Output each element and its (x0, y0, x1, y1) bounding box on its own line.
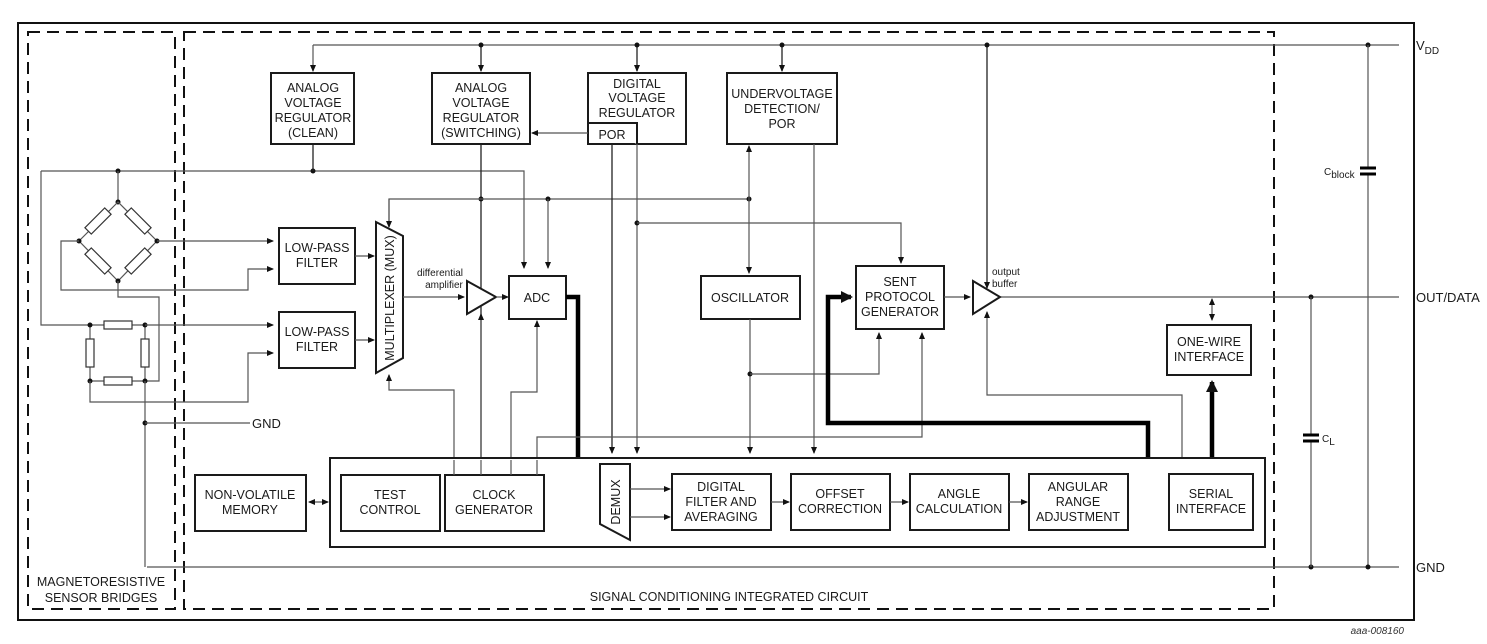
svg-text:SENT: SENT (883, 275, 917, 289)
svg-text:REGULATOR: REGULATOR (275, 111, 352, 125)
angle-calculation: ANGLE CALCULATION (909, 473, 1010, 531)
svg-text:REGULATOR: REGULATOR (443, 111, 520, 125)
svg-text:DIGITAL: DIGITAL (697, 480, 745, 494)
vdd-pin-label: VDD (1416, 38, 1439, 57)
svg-text:VOLTAGE: VOLTAGE (608, 91, 665, 105)
undervoltage-detection-por: UNDERVOLTAGE DETECTION/ POR (726, 72, 838, 145)
svg-text:MULTIPLEXER (MUX): MULTIPLEXER (MUX) (383, 235, 397, 360)
svg-text:LOW-PASS: LOW-PASS (285, 241, 350, 255)
sensor-bridge-2 (40, 171, 150, 386)
multiplexer-mux: MULTIPLEXER (MUX) (375, 220, 404, 375)
output-buffer-label-1: output (992, 267, 1020, 278)
svg-text:DIGITAL: DIGITAL (613, 77, 661, 91)
svg-text:AVERAGING: AVERAGING (684, 510, 757, 524)
sensor-gnd-label: GND (252, 416, 281, 431)
sensor-region (27, 31, 176, 610)
svg-text:MEMORY: MEMORY (222, 503, 279, 517)
out-data-pin-label: OUT/DATA (1416, 290, 1480, 305)
svg-text:SERIAL: SERIAL (1189, 487, 1234, 501)
output-buffer (972, 279, 1002, 316)
svg-text:VOLTAGE: VOLTAGE (452, 96, 509, 110)
svg-text:FILTER AND: FILTER AND (685, 495, 756, 509)
offset-correction: OFFSET CORRECTION (790, 473, 891, 531)
sent-protocol-generator: SENT PROTOCOL GENERATOR (855, 265, 945, 330)
svg-text:DETECTION/: DETECTION/ (744, 102, 820, 116)
non-volatile-memory: NON-VOLATILE MEMORY (194, 474, 307, 532)
svg-text:ANGULAR: ANGULAR (1048, 480, 1108, 494)
svg-text:VOLTAGE: VOLTAGE (284, 96, 341, 110)
clock-generator: CLOCK GENERATOR (444, 474, 545, 532)
ic-region (183, 31, 1275, 610)
svg-text:(CLEAN): (CLEAN) (288, 126, 338, 140)
svg-text:RANGE: RANGE (1056, 495, 1100, 509)
low-pass-filter-2: LOW-PASS FILTER (278, 311, 356, 369)
svg-text:ADJUSTMENT: ADJUSTMENT (1036, 510, 1120, 524)
svg-text:INTERFACE: INTERFACE (1174, 350, 1244, 364)
svg-text:REGULATOR: REGULATOR (599, 106, 676, 120)
sensor-region-label-1: MAGNETORESISTIVE (37, 575, 165, 589)
analog-voltage-regulator-switching: ANALOG VOLTAGE REGULATOR (SWITCHING) (431, 72, 531, 145)
svg-text:UNDERVOLTAGE: UNDERVOLTAGE (731, 87, 832, 101)
one-wire-interface: ONE-WIRE INTERFACE (1166, 324, 1252, 376)
svg-text:CONTROL: CONTROL (359, 503, 420, 517)
digital-voltage-regulator: DIGITAL VOLTAGE REGULATOR POR (587, 72, 687, 145)
cl-label: CL (1322, 434, 1335, 448)
gnd-pin-label: GND (1416, 560, 1445, 575)
serial-interface: SERIAL INTERFACE (1168, 473, 1254, 531)
sensor-region-label-2: SENSOR BRIDGES (45, 591, 158, 605)
differential-amplifier-label-2: amplifier (425, 280, 463, 291)
svg-text:ONE-WIRE: ONE-WIRE (1177, 335, 1241, 349)
svg-text:POR: POR (768, 117, 795, 131)
digital-filter-and-averaging: DIGITAL FILTER AND AVERAGING (671, 473, 772, 531)
svg-text:FILTER: FILTER (296, 340, 338, 354)
differential-amplifier (466, 279, 499, 316)
ic-region-label: SIGNAL CONDITIONING INTEGRATED CIRCUIT (590, 590, 869, 604)
svg-text:CORRECTION: CORRECTION (798, 502, 882, 516)
svg-text:CALCULATION: CALCULATION (916, 502, 1003, 516)
sensor-bridge-1 (76, 201, 160, 284)
svg-text:(SWITCHING): (SWITCHING) (441, 126, 521, 140)
test-control: TEST CONTROL (340, 474, 441, 532)
por-label: POR (598, 128, 625, 142)
angular-range-adjustment: ANGULAR RANGE ADJUSTMENT (1028, 473, 1129, 531)
low-pass-filter-1: LOW-PASS FILTER (278, 227, 356, 285)
cblock-label: Cblock (1324, 167, 1356, 181)
svg-text:NON-VOLATILE: NON-VOLATILE (205, 488, 296, 502)
svg-text:LOW-PASS: LOW-PASS (285, 325, 350, 339)
svg-text:FILTER: FILTER (296, 256, 338, 270)
svg-text:GENERATOR: GENERATOR (455, 503, 533, 517)
oscillator: OSCILLATOR (700, 275, 801, 320)
svg-text:GENERATOR: GENERATOR (861, 305, 939, 319)
outer-frame (17, 22, 1415, 621)
demux: DEMUX (599, 463, 631, 542)
figure-reference: aaa-008160 (1351, 626, 1405, 637)
analog-voltage-regulator-clean: ANALOG VOLTAGE REGULATOR (CLEAN) (270, 72, 355, 145)
svg-text:ANGLE: ANGLE (938, 487, 980, 501)
svg-text:PROTOCOL: PROTOCOL (865, 290, 935, 304)
svg-text:INTERFACE: INTERFACE (1176, 502, 1246, 516)
svg-text:ADC: ADC (524, 291, 550, 305)
svg-text:OFFSET: OFFSET (815, 487, 865, 501)
svg-text:CLOCK: CLOCK (472, 488, 516, 502)
svg-text:OSCILLATOR: OSCILLATOR (711, 291, 789, 305)
svg-text:TEST: TEST (374, 488, 406, 502)
svg-text:ANALOG: ANALOG (455, 81, 507, 95)
output-buffer-label-2: buffer (992, 279, 1018, 290)
svg-text:ANALOG: ANALOG (287, 81, 339, 95)
differential-amplifier-label-1: differential (417, 268, 463, 279)
adc: ADC (508, 275, 567, 320)
svg-text:DEMUX: DEMUX (609, 479, 623, 525)
